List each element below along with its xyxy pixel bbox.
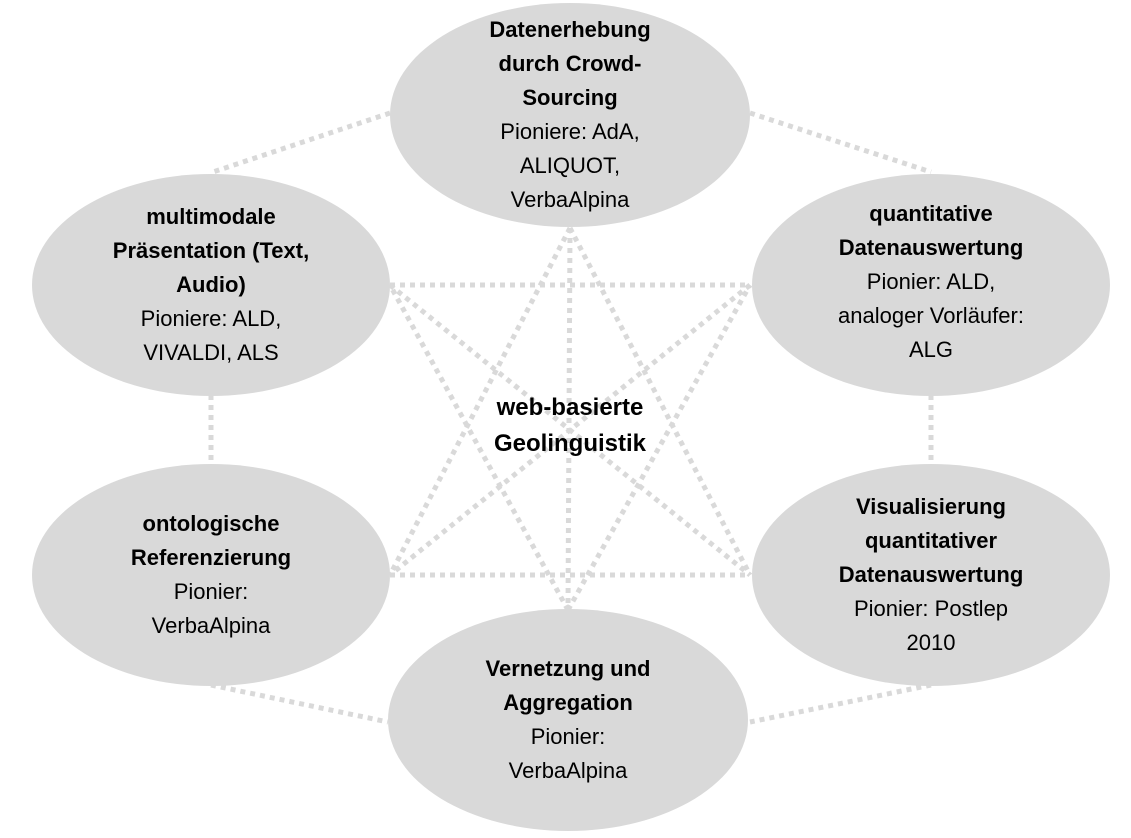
node-title: Sourcing bbox=[522, 85, 618, 110]
node-left-top: multimodale Präsentation (Text, Audio) P… bbox=[32, 185, 390, 385]
node-title: Datenerhebung bbox=[489, 17, 651, 42]
node-body: Pioniere: ALD, bbox=[140, 306, 282, 331]
node-right-bottom: Visualisierung quantitativer Datenauswer… bbox=[752, 475, 1110, 675]
edge-line bbox=[210, 682, 389, 725]
node-top: Datenerhebung durch Crowd- Sourcing Pion… bbox=[390, 10, 750, 220]
node-title: Visualisierung bbox=[856, 494, 1006, 519]
node-title: ontologische bbox=[142, 511, 280, 536]
node-left-bottom: ontologische Referenzierung Pionier: Ver… bbox=[32, 475, 390, 675]
ellipse-top bbox=[390, 3, 750, 227]
edge-line bbox=[212, 110, 391, 175]
node-body: analoger Vorläufer: bbox=[838, 303, 1024, 328]
node-title: multimodale bbox=[146, 204, 276, 229]
node-body: VerbaAlpina bbox=[151, 613, 271, 638]
node-title: Präsentation (Text, bbox=[112, 238, 310, 263]
node-body: ALG bbox=[908, 337, 954, 362]
node-right-top: quantitative Datenauswertung Pionier: AL… bbox=[752, 182, 1110, 382]
star-line bbox=[387, 283, 571, 612]
node-title: durch Crowd- bbox=[498, 51, 642, 76]
star-line bbox=[388, 283, 752, 577]
node-title: Referenzierung bbox=[130, 545, 292, 570]
center-line: web-basierte bbox=[496, 394, 644, 421]
ellipse-right-bottom bbox=[752, 464, 1110, 686]
node-title: quantitative bbox=[869, 201, 993, 226]
center-label: web-basierte Geolinguistik bbox=[420, 390, 720, 462]
node-bottom: Vernetzung und Aggregation Pionier: Verb… bbox=[388, 620, 748, 820]
center-line: Geolinguistik bbox=[493, 430, 646, 457]
node-title: Aggregation bbox=[503, 690, 633, 715]
node-body: Pioniere: AdA, bbox=[500, 119, 640, 144]
node-body: Pionier: ALD, bbox=[866, 269, 996, 294]
node-body: VIVALDI, ALS bbox=[143, 340, 279, 365]
node-body: 2010 bbox=[906, 630, 956, 655]
ellipse-left-bottom bbox=[32, 464, 390, 686]
node-body: Pionier: Postlep bbox=[853, 596, 1009, 621]
node-title: Datenauswertung bbox=[838, 562, 1024, 587]
edge-line bbox=[749, 682, 932, 725]
node-title: quantitativer bbox=[864, 528, 998, 553]
ellipse-bottom bbox=[388, 609, 748, 831]
node-body: VerbaAlpina bbox=[510, 187, 630, 212]
node-title: Audio) bbox=[176, 272, 246, 297]
star-line bbox=[565, 227, 573, 611]
star-line bbox=[565, 283, 753, 612]
node-title: Vernetzung und bbox=[485, 656, 651, 681]
ellipse-left-top bbox=[32, 174, 390, 396]
node-title: Datenauswertung bbox=[838, 235, 1024, 260]
node-body: Pionier: bbox=[173, 579, 249, 604]
node-body: VerbaAlpina bbox=[508, 758, 628, 783]
edge-line bbox=[749, 110, 932, 175]
node-body: ALIQUOT, bbox=[519, 153, 621, 178]
node-body: Pionier: bbox=[530, 724, 606, 749]
ellipse-right-top bbox=[752, 174, 1110, 396]
